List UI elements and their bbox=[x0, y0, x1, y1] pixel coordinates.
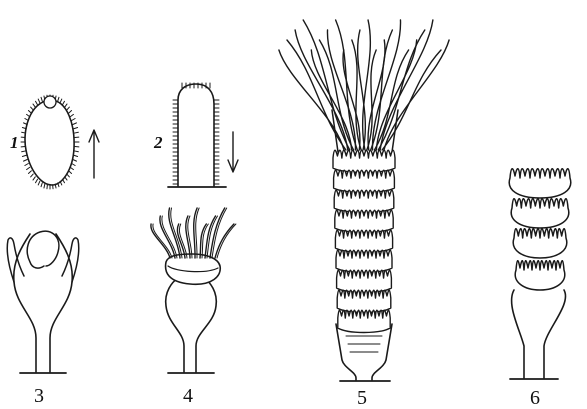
cilium bbox=[70, 114, 73, 116]
cilium bbox=[65, 104, 67, 107]
ephyra-disc bbox=[513, 229, 567, 258]
figure-6-ephyrae: 6 bbox=[509, 169, 571, 409]
strobila-tentacles bbox=[279, 20, 449, 152]
arrow-up-icon bbox=[89, 130, 99, 178]
cilium bbox=[44, 184, 45, 188]
figure-1-label: 1 bbox=[10, 133, 19, 152]
figure-1-planula: 1 bbox=[10, 95, 99, 189]
cilium bbox=[28, 171, 31, 174]
figure-3-scyphistoma: 3 bbox=[7, 231, 79, 407]
cilium bbox=[69, 171, 72, 174]
figure-3-caption: 3 bbox=[34, 385, 44, 407]
tentacle bbox=[196, 208, 199, 258]
arrow-down-icon bbox=[228, 132, 238, 172]
tentacle bbox=[295, 30, 348, 150]
strobila-discs bbox=[333, 150, 395, 332]
ephyra-discs bbox=[509, 169, 571, 290]
cilium bbox=[74, 132, 78, 133]
cilium bbox=[28, 111, 31, 114]
figure-5-caption: 5 bbox=[357, 387, 367, 409]
cilium bbox=[27, 114, 30, 116]
cilium bbox=[65, 177, 67, 180]
cilium bbox=[67, 107, 70, 110]
ephyra-disc bbox=[337, 290, 391, 312]
cilium bbox=[27, 167, 30, 169]
figure-2-label: 2 bbox=[153, 133, 163, 152]
tentacle bbox=[363, 20, 371, 150]
cilium bbox=[63, 101, 65, 104]
ephyra-disc bbox=[335, 230, 392, 252]
planula-cilia bbox=[21, 95, 79, 189]
column-cilia bbox=[173, 83, 219, 184]
ephyra-disc bbox=[337, 270, 392, 292]
cilium bbox=[41, 97, 42, 101]
cilium bbox=[22, 155, 26, 156]
cilium bbox=[38, 99, 40, 103]
ephyra-disc bbox=[336, 250, 392, 272]
ephyra-disc bbox=[334, 190, 394, 212]
ephyra-disc bbox=[335, 210, 393, 232]
cilium bbox=[33, 177, 35, 180]
cilium bbox=[67, 174, 70, 177]
cilium bbox=[36, 179, 38, 182]
cilium bbox=[74, 127, 78, 128]
cilium bbox=[41, 183, 42, 187]
cilium bbox=[31, 174, 34, 177]
ephyra-disc bbox=[511, 199, 569, 228]
planula-mouth bbox=[44, 96, 56, 108]
ephyra-disc bbox=[515, 261, 565, 290]
cilium bbox=[73, 159, 77, 161]
cilium bbox=[73, 123, 77, 125]
cilium bbox=[33, 104, 35, 107]
cilium bbox=[72, 119, 75, 121]
column-body bbox=[178, 84, 214, 186]
tentacle bbox=[217, 224, 236, 258]
figure-2-attached-polyp: 2 bbox=[153, 83, 238, 187]
cilium bbox=[22, 151, 26, 152]
cilium bbox=[58, 97, 59, 101]
cilium bbox=[74, 151, 78, 152]
ephyra-stalk bbox=[512, 290, 566, 378]
planula-body bbox=[25, 100, 74, 185]
cilium bbox=[25, 164, 28, 166]
cilium bbox=[60, 99, 62, 103]
cilium bbox=[24, 159, 28, 161]
polyp-stalk bbox=[166, 278, 217, 372]
scyphistoma-inner-lip bbox=[27, 231, 59, 268]
ephyra-disc bbox=[334, 170, 395, 192]
figure-4-caption: 4 bbox=[183, 385, 193, 407]
tentacle bbox=[358, 30, 366, 150]
figure-4-tentacled-polyp: 4 bbox=[151, 208, 236, 407]
figure-6-caption: 6 bbox=[530, 387, 540, 409]
ephyra-disc bbox=[338, 310, 390, 332]
tentacle bbox=[374, 50, 408, 150]
ephyra-disc bbox=[333, 150, 395, 172]
cilium bbox=[36, 101, 38, 104]
ephyra-disc bbox=[509, 169, 571, 198]
cilium bbox=[38, 181, 40, 185]
cilium bbox=[72, 164, 75, 166]
cilium bbox=[31, 107, 34, 110]
cilium bbox=[70, 167, 73, 169]
polyp-tentacles bbox=[151, 208, 236, 258]
cilium bbox=[74, 155, 78, 156]
figure-5-strobila: 5 bbox=[279, 20, 449, 409]
scyphistoma-stalk bbox=[14, 234, 73, 372]
cilium bbox=[69, 111, 72, 114]
